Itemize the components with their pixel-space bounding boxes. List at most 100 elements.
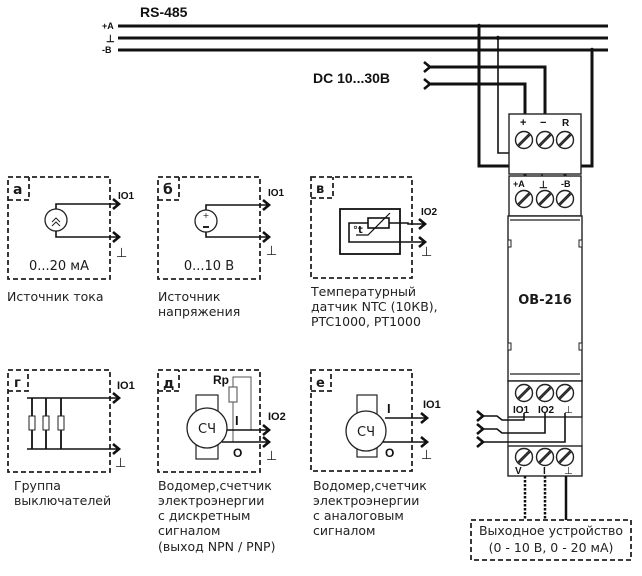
variant-value: 0...10 В <box>184 259 234 274</box>
variant-caption: Водомер,счетчик <box>313 478 427 493</box>
thermistor-icon <box>367 217 390 229</box>
variant-v: в °t IO2 ⊥ Температурный датчик NTC (10К… <box>310 176 438 329</box>
terminal-label-i: I <box>543 466 546 477</box>
variant-d: д Rp СЧ I O IO2 ⊥ Водомер,счетчик электр… <box>157 369 286 554</box>
screw-terminal-icon <box>555 130 575 150</box>
pin-bottom-label: ⊥ <box>115 456 126 471</box>
pin-top-label: IO2 <box>421 207 438 218</box>
variant-frame <box>310 176 413 279</box>
pin-i-label: I <box>387 401 391 416</box>
device-ob216: + − R +A ⊥ -B ОВ-216 IO1 IO2 ⊥ <box>507 113 583 477</box>
terminal-label-gnd: ⊥ <box>539 180 548 191</box>
variant-caption: электроэнергии <box>313 493 419 508</box>
variant-tag-frame <box>8 177 30 201</box>
variant-g: г IO1 ⊥ Группа выключателей <box>7 369 135 508</box>
screw-terminal-icon <box>535 447 555 467</box>
terminal-label-out-gnd: ⊥ <box>564 466 573 477</box>
pin-top-label: IO1 <box>117 380 135 392</box>
terminal-label-io1: IO1 <box>513 405 530 416</box>
variant-caption: Водомер,счетчик <box>158 478 272 493</box>
pin-bottom-label: ⊥ <box>421 448 432 463</box>
variant-frame <box>7 369 111 473</box>
variant-id: д <box>163 376 174 392</box>
pin-bottom-label: ⊥ <box>266 244 277 259</box>
variant-id: а <box>13 182 22 198</box>
variant-id: г <box>14 376 21 391</box>
variant-id: б <box>163 182 173 198</box>
resistor-icon <box>228 386 238 403</box>
variant-b: б + IO1 ⊥ 0...10 В Источник напряжения <box>157 176 285 319</box>
variant-caption: электроэнергии <box>158 493 264 508</box>
screw-terminal-icon <box>555 383 575 403</box>
variant-caption: PTC1000, PT1000 <box>311 314 421 329</box>
wire-io1 <box>481 413 525 421</box>
variant-frame <box>157 369 261 473</box>
variant-caption: Температурный <box>310 284 416 299</box>
variant-caption: напряжения <box>158 304 240 319</box>
terminal-label-io2: IO2 <box>538 405 555 416</box>
meter-icon <box>345 410 387 452</box>
pin-top-label: IO1 <box>268 188 285 199</box>
pin-i-label: I <box>235 413 239 428</box>
switch-icon <box>57 415 65 431</box>
screw-terminal-icon <box>555 447 575 467</box>
bus-line-gnd-label: ⊥ <box>106 34 115 45</box>
sensor-symbol: °t <box>353 225 363 236</box>
variant-caption: сигналом <box>313 523 375 538</box>
screw-terminal-icon <box>514 130 534 150</box>
terminal-label-minus: − <box>540 117 546 129</box>
bus-line-b-label: -B <box>102 45 112 55</box>
screw-terminal-icon <box>535 189 555 209</box>
bus-line-a-label: +A <box>102 21 114 31</box>
variant-frame <box>157 176 261 280</box>
variant-tag-frame <box>311 177 334 199</box>
pin-bottom-label: ⊥ <box>266 449 277 464</box>
variant-id: е <box>316 376 325 391</box>
screw-terminal-icon <box>535 383 555 403</box>
wire-io2 <box>481 413 546 434</box>
pin-o-label: O <box>233 446 242 460</box>
output-device-box <box>470 519 632 561</box>
variant-id: в <box>316 182 324 197</box>
variant-caption: с аналоговым <box>313 508 404 523</box>
meter-label: СЧ <box>198 422 216 437</box>
variant-frame <box>310 369 413 472</box>
variant-caption: Группа <box>14 478 61 493</box>
pin-o-label: O <box>385 446 394 460</box>
variant-caption: сигналом <box>158 523 220 538</box>
variant-tag-frame <box>311 370 332 392</box>
variant-caption: Источник тока <box>7 289 104 304</box>
variant-tag-frame <box>158 177 180 201</box>
pin-top-label: IO2 <box>268 411 286 423</box>
bus-title: RS-485 <box>140 4 188 20</box>
meter-label: СЧ <box>357 425 375 440</box>
output-device-range: (0 - 10 В, 0 - 20 мА) <box>489 540 614 555</box>
variant-a: а IO1 ⊥ 0...20 мА Источник тока <box>7 176 135 304</box>
terminal-label-io-gnd: ⊥ <box>564 405 573 416</box>
wire-io-gnd <box>481 413 566 443</box>
terminal-label-b: -B <box>561 179 571 189</box>
temperature-sensor-icon <box>339 208 401 255</box>
meter-icon <box>186 407 228 449</box>
terminal-label-r: R <box>562 118 570 129</box>
variant-e: е СЧ I O IO1 ⊥ Водомер,счетчик электроэн… <box>310 369 441 538</box>
output-device-title: Выходное устройство <box>479 523 623 538</box>
power-label: DC 10...30В <box>313 70 390 86</box>
wire-power-minus <box>428 65 547 118</box>
screw-terminal-icon <box>514 383 534 403</box>
pin-bottom-label: ⊥ <box>116 246 127 261</box>
switch-icon <box>42 415 50 431</box>
pin-top-label: IO1 <box>423 399 441 411</box>
current-source-icon <box>44 208 68 232</box>
variant-tag-frame <box>8 370 29 392</box>
wire-power-plus <box>428 82 527 118</box>
variant-caption: выключателей <box>14 493 111 508</box>
variant-tag-frame <box>158 370 180 392</box>
pin-bottom-label: ⊥ <box>421 245 432 260</box>
terminal-label-v: V <box>515 466 522 477</box>
screw-terminal-icon <box>514 447 534 467</box>
screw-terminal-icon <box>514 189 534 209</box>
screw-terminal-icon <box>555 189 575 209</box>
variant-caption: Источник <box>158 289 221 304</box>
